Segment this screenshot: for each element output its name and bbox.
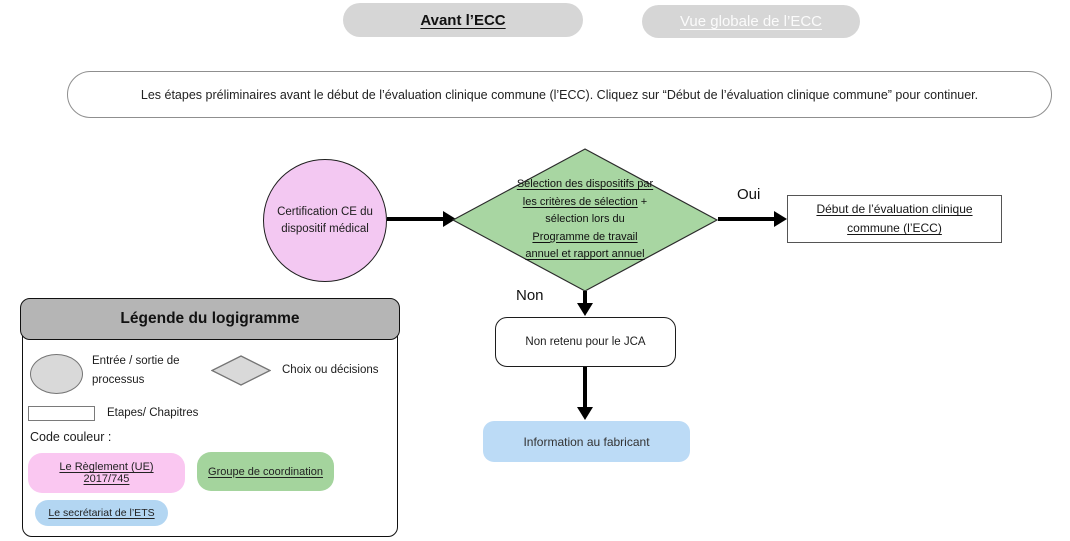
arrow-diamond-to-jca-line <box>583 291 587 304</box>
legend-ellipse-label: Entrée / sortie de processus <box>92 355 180 386</box>
legend-title: Légende du logigramme <box>120 310 300 327</box>
not-retained-box: Non retenu pour le JCA <box>495 317 676 367</box>
oui-branch-label: Oui <box>737 186 761 203</box>
tab-vue-globale-ecc[interactable]: Vue globale de l’ECC <box>642 5 860 38</box>
arrow-circle-to-diamond-head <box>443 211 456 227</box>
arrow-jca-to-info-line <box>583 367 587 408</box>
badge-secretariat-ets[interactable]: Le secrétariat de l’ETS <box>35 500 168 526</box>
arrow-diamond-to-ecc-line <box>718 217 775 221</box>
badge-secretariat-ets-label: Le secrétariat de l’ETS <box>48 507 155 519</box>
arrow-circle-to-diamond-line <box>387 217 444 221</box>
legend-diamond-icon <box>211 355 271 386</box>
legend-rect-icon <box>28 406 95 421</box>
arrow-jca-to-info-head <box>577 407 593 420</box>
diamond-line-1-link[interactable]: Sélection des dispositifs par <box>516 178 654 191</box>
diamond-line-5-link[interactable]: annuel et rapport annuel <box>525 248 645 261</box>
tab-avant-ecc-label: Avant l’ECC <box>420 11 506 29</box>
decision-diamond-text: Sélection des dispositifs par les critèr… <box>452 148 718 292</box>
tab-avant-ecc[interactable]: Avant l’ECC <box>343 3 583 37</box>
legend-ellipse-icon <box>30 354 83 394</box>
info-fabricant-box: Information au fabricant <box>483 421 690 462</box>
decision-diamond-selection[interactable]: Sélection des dispositifs par les critèr… <box>452 148 718 292</box>
arrow-diamond-to-ecc-head <box>774 211 787 227</box>
start-circle-label: Certification CE du dispositif médical <box>277 205 373 235</box>
not-retained-box-label: Non retenu pour le JCA <box>525 336 646 348</box>
legend-diamond-label: Choix ou décisions <box>282 364 379 376</box>
diamond-line-4-link[interactable]: Programme de travail <box>532 230 638 243</box>
instruction-text: Les étapes préliminaires avant le début … <box>140 87 979 102</box>
badge-groupe-coordination-label: Groupe de coordination <box>208 465 323 478</box>
ecc-start-box[interactable]: Début de l’évaluation clinique commune (… <box>787 195 1002 243</box>
badge-groupe-coordination[interactable]: Groupe de coordination <box>197 452 334 491</box>
diamond-line-3-rest: sélection lors du <box>545 213 625 226</box>
badge-reglement-ue-label: Le Règlement (UE) 2017/745 <box>59 461 154 485</box>
diamond-line-2-rest: + <box>637 195 648 208</box>
diamond-line-2-link[interactable]: les critères de sélection <box>522 195 638 208</box>
legend-header: Légende du logigramme <box>20 298 400 340</box>
ecc-start-box-label: Début de l’évaluation clinique commune (… <box>816 202 973 235</box>
arrow-diamond-to-jca-head <box>577 303 593 316</box>
tab-vue-globale-ecc-label: Vue globale de l’ECC <box>679 13 823 30</box>
start-circle-certification: Certification CE du dispositif médical <box>263 159 387 282</box>
non-branch-label: Non <box>516 287 544 304</box>
legend-rect-label: Etapes/ Chapitres <box>107 407 199 419</box>
badge-reglement-ue[interactable]: Le Règlement (UE) 2017/745 <box>28 453 185 493</box>
color-code-label: Code couleur : <box>30 430 112 444</box>
instruction-banner: Les étapes préliminaires avant le début … <box>67 71 1052 118</box>
info-fabricant-box-label: Information au fabricant <box>523 434 650 449</box>
